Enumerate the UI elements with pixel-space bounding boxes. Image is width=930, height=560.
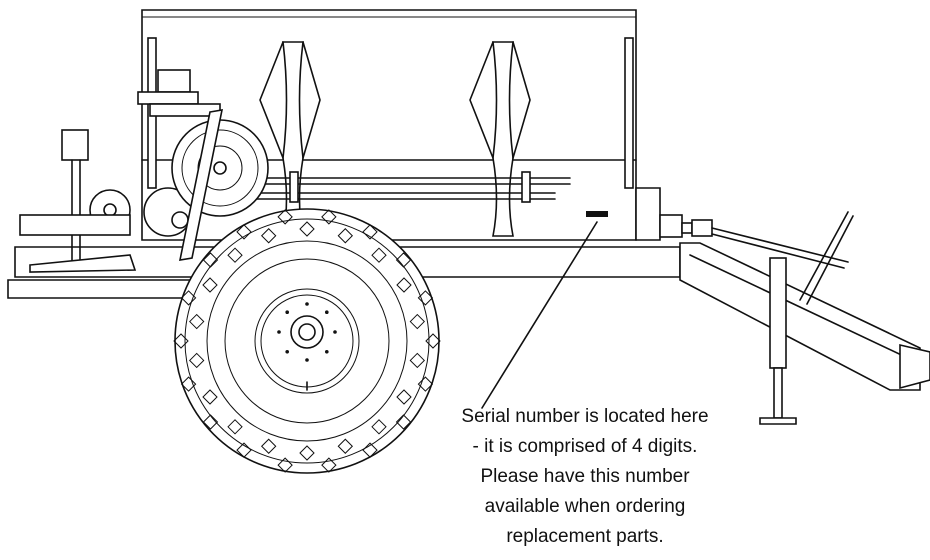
tongue — [679, 242, 930, 391]
tread-block — [202, 389, 218, 405]
tread-block — [173, 333, 189, 349]
lug-hole — [305, 358, 309, 362]
callout-line-1: Serial number is located here — [461, 406, 709, 427]
tread-block — [180, 290, 197, 306]
spare-wheel — [171, 119, 269, 217]
hydraulic-lines — [239, 171, 571, 203]
tread-block — [337, 228, 354, 244]
tread-block — [227, 419, 243, 435]
tread-block — [395, 414, 412, 430]
support-brace — [178, 109, 224, 261]
callout-line-5: replacement parts. — [506, 526, 664, 547]
tread-block — [362, 442, 378, 458]
tread-block — [362, 224, 378, 240]
tread-block — [371, 247, 387, 263]
jack-stand — [759, 211, 854, 425]
tread-block — [299, 445, 315, 461]
lug-hole — [324, 310, 329, 315]
tread-block — [277, 209, 293, 225]
tread-block — [417, 376, 434, 392]
callout-line-4: available when ordering — [484, 496, 686, 517]
lug-hole — [305, 302, 309, 306]
tread-block — [180, 376, 197, 392]
lug-hole — [324, 349, 329, 354]
tread-block — [227, 247, 243, 263]
front-mount — [635, 187, 849, 269]
lug-hole — [285, 349, 290, 354]
tread-block — [321, 457, 337, 473]
tread-block — [188, 313, 205, 330]
lug-hole — [277, 330, 281, 334]
tread-block — [188, 352, 205, 369]
main-tire — [173, 208, 441, 474]
lug-hole — [333, 330, 337, 334]
tread-block — [396, 389, 412, 405]
tread-block — [299, 221, 315, 237]
tread-block — [260, 228, 277, 244]
tread-block — [260, 438, 277, 454]
tread-block — [417, 290, 434, 306]
tread-block — [409, 352, 426, 369]
callout-leader — [481, 221, 598, 409]
tread-block — [277, 457, 293, 473]
callout-line-3: Please have this number — [480, 466, 690, 487]
lug-hole — [285, 310, 290, 315]
tread-block — [321, 209, 337, 225]
tread-block — [202, 414, 219, 430]
tread-block — [236, 224, 252, 240]
tread-block — [202, 252, 219, 268]
serial-number-callout: Serial number is located here - it is co… — [400, 402, 770, 552]
tread-block — [395, 252, 412, 268]
tread-block — [337, 438, 354, 454]
tread-block — [425, 333, 441, 349]
tread-block — [236, 442, 252, 458]
callout-line-2: - it is comprised of 4 digits. — [472, 436, 698, 457]
tread-block — [371, 419, 387, 435]
tread-block — [202, 277, 218, 293]
tread-block — [409, 313, 426, 330]
drive-mechanism — [19, 69, 221, 273]
tread-block — [396, 277, 412, 293]
serial-number-plate — [586, 211, 608, 217]
